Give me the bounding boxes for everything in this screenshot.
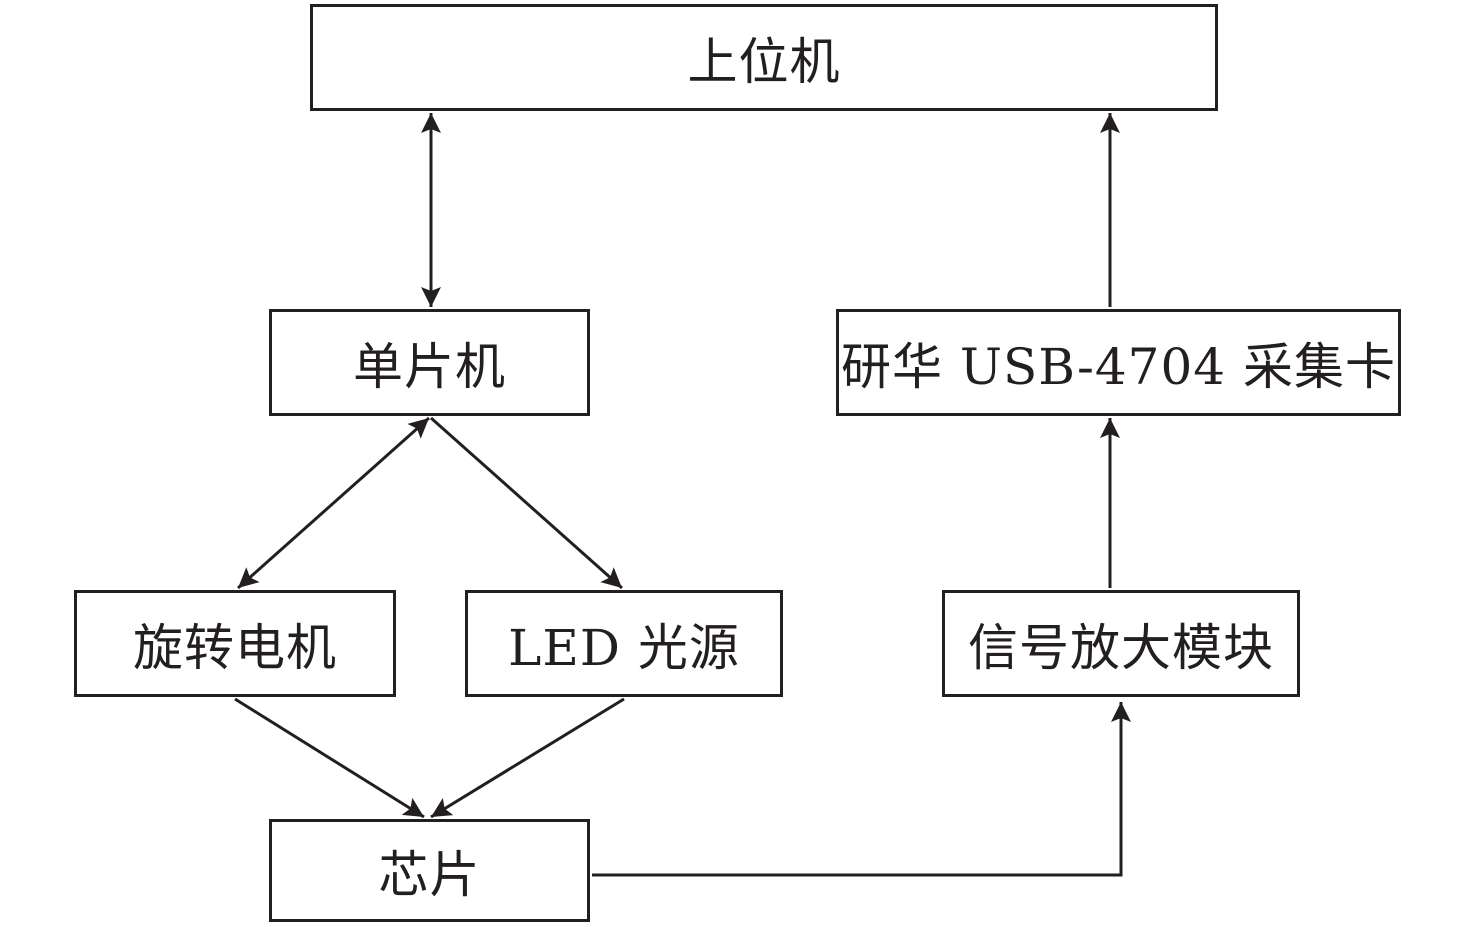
node-chip: 芯片 bbox=[269, 819, 590, 922]
node-label: 上位机 bbox=[687, 32, 841, 91]
node-label: 研华 USB-4704 采集卡 bbox=[841, 337, 1396, 396]
node-label: LED 光源 bbox=[508, 618, 740, 677]
node-led-light-source: LED 光源 bbox=[465, 590, 783, 697]
node-daq-card: 研华 USB-4704 采集卡 bbox=[836, 309, 1401, 416]
node-label: 旋转电机 bbox=[133, 618, 337, 677]
node-label: 芯片 bbox=[378, 845, 481, 904]
edge-mcu-led bbox=[430, 416, 623, 590]
node-signal-amplifier: 信号放大模块 bbox=[942, 590, 1300, 697]
edge-chip-amp bbox=[592, 702, 1131, 877]
node-label: 单片机 bbox=[353, 337, 506, 396]
edge-motor-chip bbox=[234, 697, 425, 819]
edge-mcu-motor bbox=[237, 416, 430, 590]
node-microcontroller: 单片机 bbox=[269, 309, 590, 416]
node-host-computer: 上位机 bbox=[310, 4, 1218, 111]
node-label: 信号放大模块 bbox=[968, 618, 1274, 677]
node-rotary-motor: 旋转电机 bbox=[74, 590, 396, 697]
edge-led-chip bbox=[430, 697, 625, 819]
